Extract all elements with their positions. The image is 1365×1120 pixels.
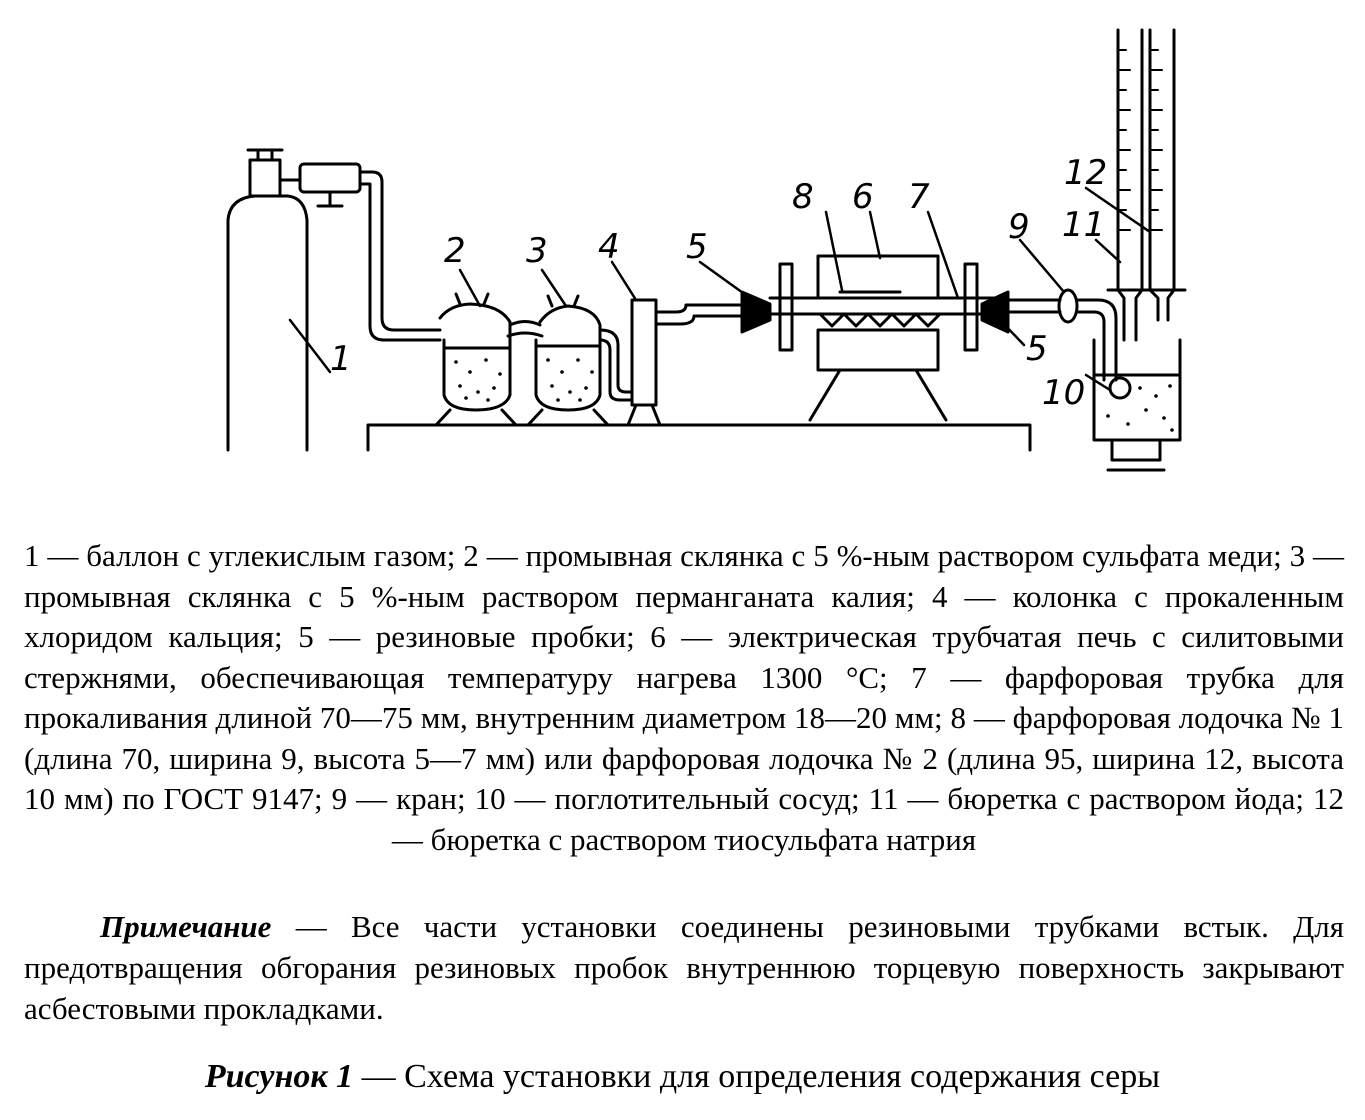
label-7: 7 bbox=[908, 177, 930, 217]
reducer-valve bbox=[298, 162, 442, 342]
tube-furnace bbox=[768, 254, 1002, 422]
label-9: 9 bbox=[1008, 207, 1030, 247]
tap-9 bbox=[998, 288, 1118, 382]
figure-caption: Рисунок 1 — Схема установки для определе… bbox=[0, 1058, 1365, 1096]
gas-cylinder bbox=[226, 148, 309, 452]
liquid-fill bbox=[454, 358, 1174, 432]
note-text: — Все части установки соединены резиновы… bbox=[24, 909, 1344, 1026]
figure-legend: 1 — баллон с углекислым газом; 2 — промы… bbox=[24, 538, 1344, 857]
calcium-chloride-column bbox=[626, 298, 762, 427]
label-5-left: 5 bbox=[686, 227, 708, 267]
label-2: 2 bbox=[444, 231, 466, 271]
label-8: 8 bbox=[792, 177, 814, 217]
label-11: 11 bbox=[1062, 205, 1105, 245]
note-paragraph: Примечание — Все части установки соедине… bbox=[24, 906, 1344, 1029]
label-5-right: 5 bbox=[1026, 329, 1048, 369]
label-3: 3 bbox=[526, 231, 548, 271]
label-6: 6 bbox=[852, 177, 874, 217]
label-4: 4 bbox=[598, 227, 620, 267]
label-1: 1 bbox=[330, 339, 352, 379]
leader-lines bbox=[288, 186, 1152, 392]
burette-scale bbox=[1117, 49, 1163, 231]
wash-bottle-3 bbox=[526, 294, 610, 427]
burette-12 bbox=[1143, 28, 1187, 322]
wash-bottle-2 bbox=[434, 292, 518, 427]
apparatus-diagram: 1 2 3 4 5 8 6 7 9 5 10 11 12 bbox=[226, 28, 1187, 472]
caption-text: — Схема установки для определения содерж… bbox=[353, 1058, 1161, 1095]
note-heading: Примечание bbox=[100, 909, 272, 944]
table-stand bbox=[366, 423, 1032, 452]
rubber-stopper-left bbox=[740, 290, 772, 334]
label-12: 12 bbox=[1064, 153, 1107, 193]
absorption-vessel bbox=[1092, 338, 1182, 472]
burette-11 bbox=[1106, 28, 1152, 342]
caption-heading: Рисунок 1 bbox=[204, 1058, 354, 1095]
label-10: 10 bbox=[1042, 373, 1085, 413]
